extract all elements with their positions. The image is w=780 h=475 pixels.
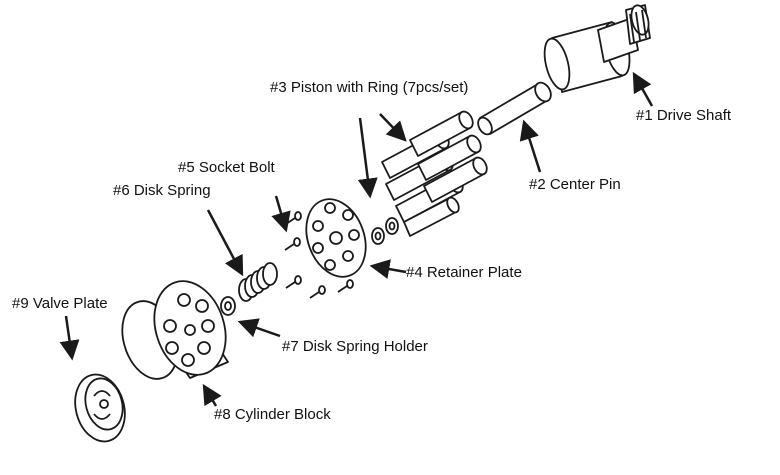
label-valve-plate: #9 Valve Plate [12,295,108,312]
label-retainer-plate: #4 Retainer Plate [406,264,522,281]
piston-set-part [381,110,488,237]
arrow-disk-spring [206,209,244,277]
arrow-cylinder-block [202,383,222,407]
label-disk-spring-holder: #7 Disk Spring Holder [282,338,428,355]
retainer-plate-part [305,198,367,278]
arrow-disk-spring-holder [237,318,281,338]
label-center-pin: #2 Center Pin [529,176,621,193]
label-disk-spring: #6 Disk Spring [113,182,211,199]
arrow-piston-a [357,117,378,199]
label-socket-bolt: #5 Socket Bolt [178,159,275,176]
socket-bolt-part [284,211,354,299]
arrow-center-pin [519,119,542,173]
label-piston: #3 Piston with Ring (7pcs/set) [270,79,469,96]
arrow-socket-bolt [271,195,291,233]
cylinder-block-part [121,280,229,380]
piston-ring-part [371,217,399,245]
label-drive-shaft: #1 Drive Shaft [636,107,732,124]
drive-shaft-part [543,4,651,93]
arrow-retainer-plate [369,259,407,279]
arrow-drive-shaft [632,71,654,107]
disk-spring-part [238,262,278,302]
disk-spring-holder-part [220,296,236,316]
arrow-valve-plate [59,315,80,361]
label-cylinder-block: #8 Cylinder Block [214,406,331,423]
arrow-piston-b [379,113,407,142]
valve-plate-part [74,373,126,443]
center-pin-part [477,81,552,136]
